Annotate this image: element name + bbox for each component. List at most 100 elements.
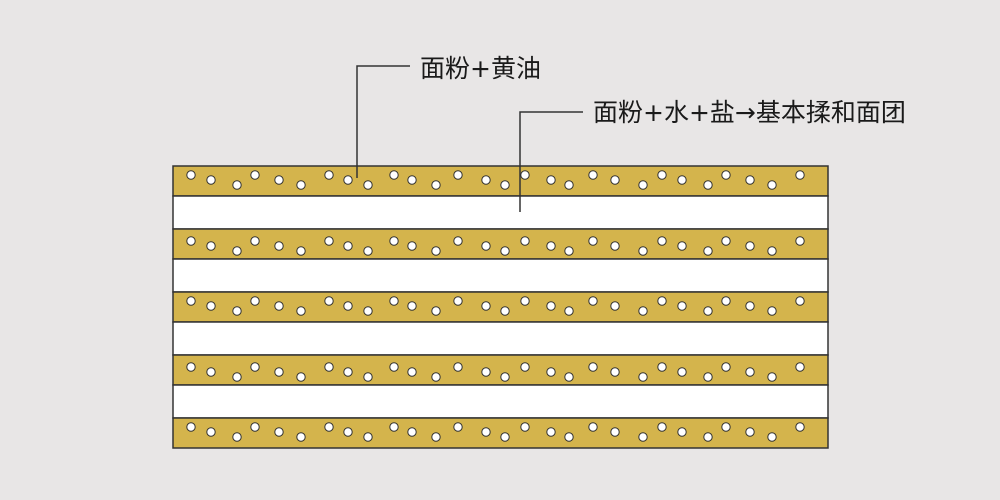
flour-particle: [564, 306, 574, 316]
butter-layer-band: [172, 417, 829, 449]
flour-particle: [186, 170, 196, 180]
flour-particle: [745, 367, 755, 377]
flour-particle: [407, 427, 417, 437]
flour-particle: [453, 362, 463, 372]
flour-particle: [250, 236, 260, 246]
flour-particle: [407, 241, 417, 251]
flour-particle: [795, 422, 805, 432]
flour-particle: [232, 180, 242, 190]
flour-particle: [363, 246, 373, 256]
flour-particle: [481, 427, 491, 437]
flour-particle: [610, 301, 620, 311]
flour-particle: [206, 301, 216, 311]
flour-particle: [186, 362, 196, 372]
flour-particle: [343, 175, 353, 185]
flour-particle: [232, 372, 242, 382]
flour-particle: [703, 246, 713, 256]
flour-particle: [481, 367, 491, 377]
dough-layer-band: [172, 195, 829, 230]
flour-particle: [324, 170, 334, 180]
flour-particle: [206, 367, 216, 377]
flour-particle: [324, 296, 334, 306]
flour-particle: [389, 422, 399, 432]
flour-particle: [745, 427, 755, 437]
flour-particle: [564, 246, 574, 256]
flour-particle: [324, 422, 334, 432]
flour-particle: [520, 170, 530, 180]
flour-particle: [206, 241, 216, 251]
flour-particle: [564, 432, 574, 442]
butter-layer-band: [172, 354, 829, 386]
flour-particle: [363, 432, 373, 442]
flour-particle: [431, 180, 441, 190]
flour-particle: [389, 362, 399, 372]
flour-particle: [703, 432, 713, 442]
flour-particle: [363, 306, 373, 316]
flour-particle: [343, 301, 353, 311]
flour-particle: [546, 175, 556, 185]
flour-particle: [389, 236, 399, 246]
flour-particle: [453, 236, 463, 246]
flour-particle: [453, 170, 463, 180]
flour-particle: [407, 367, 417, 377]
flour-particle: [232, 432, 242, 442]
flour-particle: [795, 296, 805, 306]
flour-particle: [500, 372, 510, 382]
flour-particle: [431, 306, 441, 316]
flour-particle: [250, 170, 260, 180]
flour-particle: [186, 236, 196, 246]
flour-particle: [389, 170, 399, 180]
flour-particle: [677, 427, 687, 437]
flour-particle: [795, 362, 805, 372]
flour-particle: [481, 175, 491, 185]
flour-particle: [206, 175, 216, 185]
flour-particle: [703, 180, 713, 190]
flour-particle: [588, 362, 598, 372]
flour-particle: [638, 180, 648, 190]
flour-particle: [767, 432, 777, 442]
flour-particle: [407, 301, 417, 311]
flour-particle: [206, 427, 216, 437]
flour-particle: [296, 306, 306, 316]
flour-particle: [343, 367, 353, 377]
flour-particle: [767, 372, 777, 382]
flour-particle: [610, 367, 620, 377]
flour-particle: [500, 432, 510, 442]
dough-layer-band: [172, 384, 829, 419]
flour-particle: [546, 301, 556, 311]
butter-layer-band: [172, 291, 829, 323]
flour-particle: [520, 236, 530, 246]
flour-particle: [250, 296, 260, 306]
butter-layer-label: 面粉+黄油: [420, 54, 541, 83]
butter-layer-band: [172, 228, 829, 260]
flour-particle: [186, 296, 196, 306]
flour-particle: [250, 362, 260, 372]
flour-particle: [520, 422, 530, 432]
flour-particle: [588, 170, 598, 180]
dough-layer-band: [172, 258, 829, 293]
flour-particle: [610, 241, 620, 251]
flour-particle: [500, 180, 510, 190]
flour-particle: [363, 180, 373, 190]
flour-particle: [546, 427, 556, 437]
flour-particle: [657, 236, 667, 246]
flour-particle: [324, 236, 334, 246]
flour-particle: [274, 241, 284, 251]
flour-particle: [481, 241, 491, 251]
flour-particle: [638, 246, 648, 256]
flour-particle: [588, 422, 598, 432]
flour-particle: [343, 241, 353, 251]
flour-particle: [564, 372, 574, 382]
flour-particle: [343, 427, 353, 437]
flour-particle: [767, 306, 777, 316]
butter-leader-line: [356, 65, 410, 178]
flour-particle: [274, 367, 284, 377]
flour-particle: [296, 432, 306, 442]
flour-particle: [588, 236, 598, 246]
dough-leader-line: [519, 111, 583, 212]
flour-particle: [721, 422, 731, 432]
flour-particle: [795, 170, 805, 180]
flour-particle: [721, 170, 731, 180]
flour-particle: [500, 306, 510, 316]
